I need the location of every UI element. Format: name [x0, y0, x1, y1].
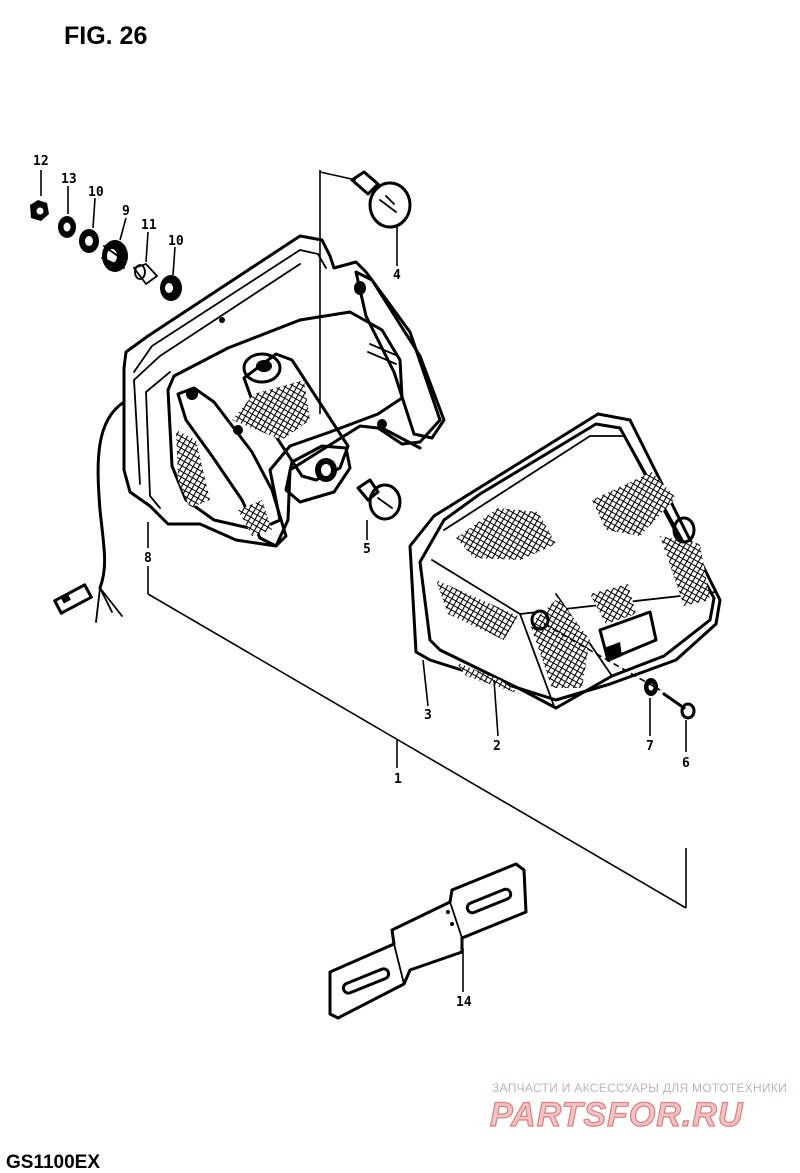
callout-2: 2: [493, 739, 501, 754]
callout-12: 12: [33, 154, 49, 169]
wiring-harness-part: [53, 400, 126, 623]
nut-12-part: [30, 200, 49, 221]
callout-11: 11: [141, 218, 157, 233]
plate-bracket-14-part: [328, 862, 528, 1020]
washer-10a-part: [79, 229, 99, 253]
callout-3: 3: [424, 708, 432, 723]
lock-washer-13-part: [58, 216, 76, 238]
watermark-brand: PARTSFOR.RU: [490, 1096, 744, 1134]
bulb-5-part: [356, 478, 402, 521]
model-code: GS1100EX: [6, 1152, 100, 1173]
lens-part: [408, 412, 722, 710]
callout-6: 6: [682, 756, 690, 771]
callout-1: 1: [394, 772, 402, 787]
housing-assembly-part: [122, 234, 446, 548]
callout-10b: 10: [168, 234, 184, 249]
callout-8: 8: [144, 551, 152, 566]
callout-9: 9: [122, 204, 130, 219]
washer-7-part: [644, 678, 658, 696]
watermark: ЗАПЧАСТИ И АКСЕССУАРЫ ДЛЯ МОТОТЕХНИКИ PA…: [489, 1081, 787, 1135]
callout-5: 5: [363, 542, 371, 557]
figure-title: FIG. 26: [64, 22, 147, 50]
callout-13: 13: [61, 172, 77, 187]
callout-7: 7: [646, 739, 654, 754]
leader-lines: [40, 170, 687, 992]
callout-4: 4: [393, 268, 401, 283]
collar-11-part: [133, 263, 158, 285]
callout-10a: 10: [88, 185, 104, 200]
washer-10b-part: [160, 275, 182, 301]
callout-labels: 12 13 10 9 11 10 4 8 5 3 2 7 6 1 14: [33, 154, 690, 1010]
screw-6-part: [662, 692, 696, 720]
callout-14: 14: [456, 995, 472, 1010]
watermark-tagline: ЗАПЧАСТИ И АКСЕССУАРЫ ДЛЯ МОТОТЕХНИКИ: [492, 1081, 787, 1095]
bulb-4-part: [350, 170, 412, 229]
grommet-9-part: [101, 240, 128, 272]
